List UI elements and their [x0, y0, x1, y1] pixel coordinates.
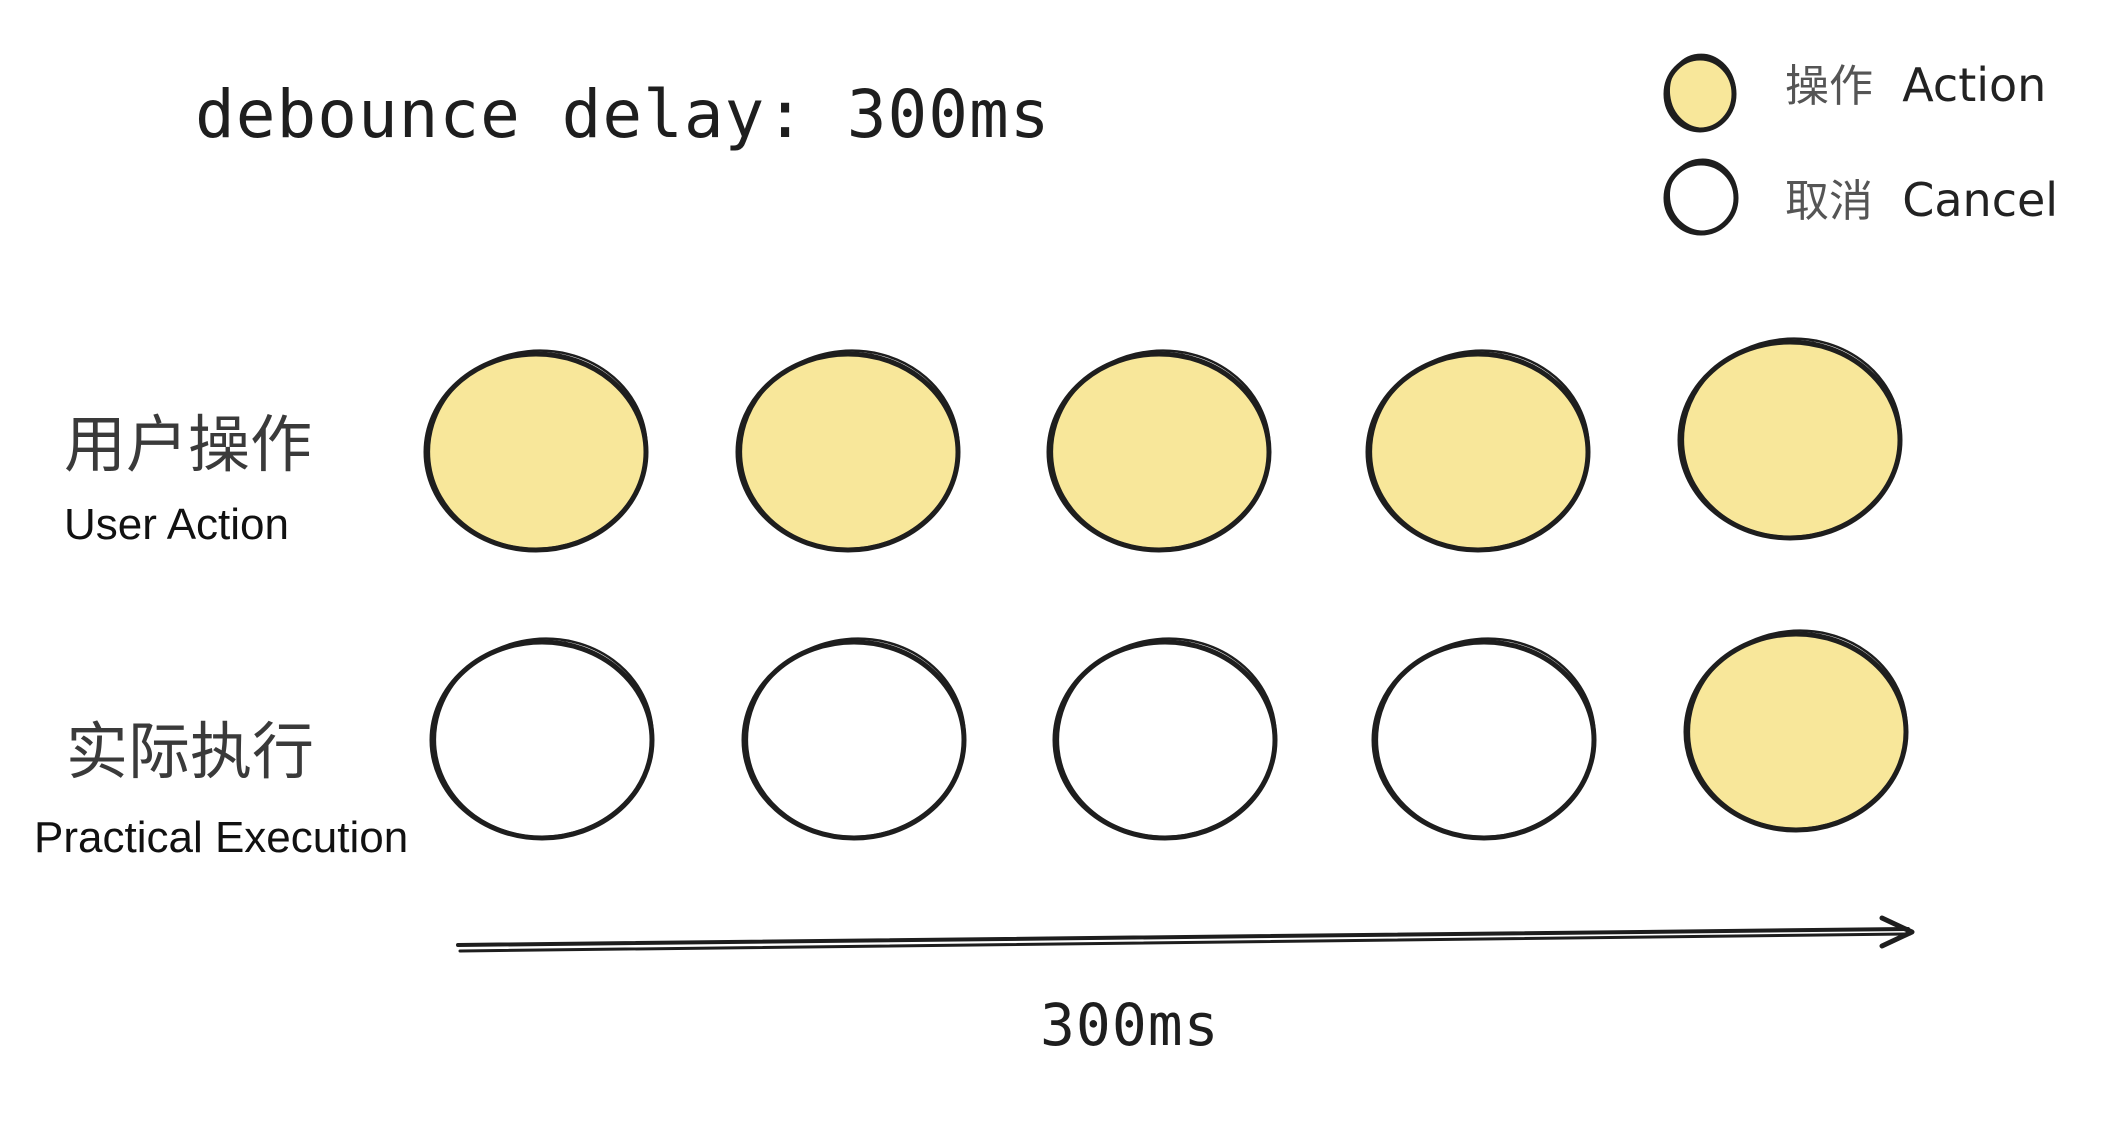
row-execution-label-zh: 实际执行: [66, 715, 315, 788]
row1-action-circle-4: [1365, 349, 1591, 553]
row2-action-circle-5: [1683, 629, 1909, 833]
row2-cancel-circle-4: [1371, 637, 1597, 841]
row1-action-circle-5: [1677, 337, 1903, 541]
legend-action-zh: 操作: [1785, 61, 1873, 112]
row2-cancel-circle-3: [1052, 637, 1278, 841]
row1-action-circle-2: [735, 349, 961, 553]
row1-action-circle-3: [1046, 349, 1272, 553]
row-user-action-label-zh: 用户操作: [64, 408, 313, 481]
time-axis-label: 300ms: [1040, 991, 1220, 1059]
legend-action-en: Action: [1902, 58, 2047, 112]
row2-cancel-circle-1: [429, 637, 655, 841]
legend-cancel-icon: [1663, 158, 1739, 236]
row2-cancel-circle-2: [741, 637, 967, 841]
row1-action-circle-1: [423, 349, 649, 553]
legend-cancel-zh: 取消: [1785, 176, 1873, 227]
legend-cancel-en: Cancel: [1902, 173, 2059, 227]
time-axis-arrow: [456, 915, 1915, 953]
diagram-title: debounce delay: 300ms: [195, 76, 1051, 153]
row-user-action-label-en: User Action: [64, 500, 289, 549]
legend-action-icon: [1663, 53, 1737, 133]
row-execution-label-en: Practical Execution: [34, 813, 409, 862]
legend-action-label: 操作 Action: [1785, 55, 2046, 117]
legend-cancel-label: 取消 Cancel: [1785, 170, 2058, 232]
